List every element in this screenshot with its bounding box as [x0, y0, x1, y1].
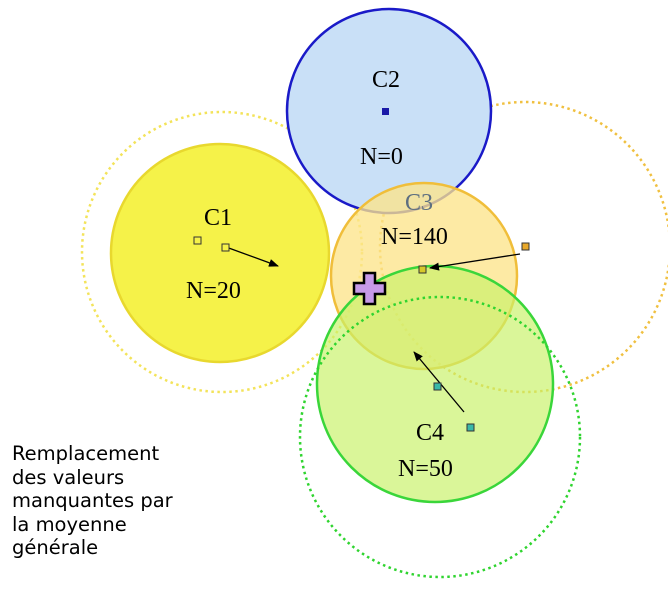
caption-line: générale — [12, 536, 99, 559]
c4-dotted-circle — [298, 295, 582, 579]
c1-label: C1 — [204, 205, 232, 231]
c1-arrow — [225, 246, 279, 267]
c3-old-center-square-icon — [521, 242, 530, 251]
c3-arrow — [429, 253, 521, 271]
caption-line: la moyenne — [12, 512, 127, 536]
c4-label: C4 — [416, 420, 444, 446]
caption-line: Remplacement — [12, 442, 160, 465]
c3-label: C3 — [405, 190, 433, 216]
c2-center-square-icon — [382, 108, 389, 115]
c1-count: N=20 — [186, 278, 241, 304]
c4-arrow — [413, 351, 465, 413]
c3-count: N=140 — [381, 224, 448, 250]
c1-new-center-square-icon — [221, 243, 230, 252]
c2-count: N=0 — [360, 144, 403, 170]
c1-circle — [109, 142, 331, 364]
caption-line: manquantes par — [12, 489, 173, 512]
caption-line: des valeurs — [12, 465, 125, 489]
c1-old-center-square-icon — [193, 236, 202, 245]
c3-new-center-square-icon — [418, 265, 427, 274]
global-mean-plus-icon — [352, 271, 387, 306]
c4-count: N=50 — [398, 456, 453, 482]
c4-new-center-square-icon — [433, 382, 442, 391]
c4-old-center-square-icon — [466, 423, 475, 432]
caption: Remplacement des valeurs manquantes par … — [12, 442, 212, 560]
c2-label: C2 — [372, 67, 400, 93]
